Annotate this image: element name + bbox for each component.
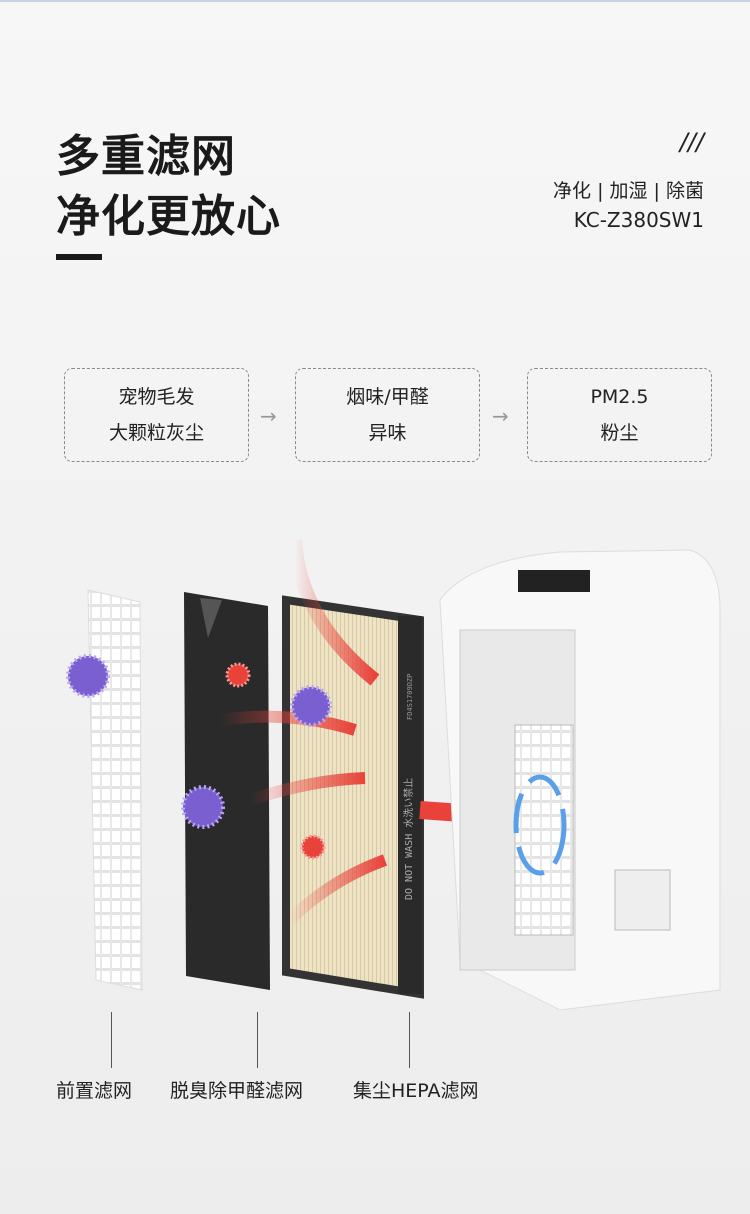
air-purifier-unit <box>439 549 721 1010</box>
stage-box-2: 烟味/甲醛 异味 <box>295 368 480 462</box>
stage-text: 大颗粒灰尘 <box>108 422 204 444</box>
page-title-line2: 净化更放心 <box>56 191 281 242</box>
stage-text: 异味 <box>368 422 407 444</box>
page-title-line1: 多重滤网 <box>56 131 236 182</box>
deodorizing-filter <box>184 592 270 990</box>
label-deodorizing-filter: 脱臭除甲醛滤网 <box>170 1080 304 1102</box>
pointer-line <box>111 1012 112 1068</box>
pointer-line <box>409 1012 410 1068</box>
label-pre-filter: 前置滤网 <box>56 1080 133 1102</box>
stage-text: 烟味/甲醛 <box>346 386 429 408</box>
filter-warning-text: DO NOT WASH 水洗い禁止 <box>403 778 415 900</box>
top-border <box>0 0 750 2</box>
stage-box-3: PM2.5 粉尘 <box>527 368 712 462</box>
feature-list: 净化 | 加湿 | 除菌 <box>553 180 704 202</box>
label-hepa-filter: 集尘HEPA滤网 <box>353 1080 479 1102</box>
filter-illustration: DO NOT WASH 水洗い禁止 FD4S1709DZP <box>66 539 721 1010</box>
arrow-right-icon: → <box>492 404 509 428</box>
stage-box-1: 宠物毛发 大颗粒灰尘 <box>64 368 249 462</box>
arrow-right-icon: → <box>260 404 277 428</box>
stage-text: PM2.5 <box>590 386 649 408</box>
model-number: KC-Z380SW1 <box>573 208 704 232</box>
virus-icons <box>66 654 332 860</box>
pre-filter <box>87 589 143 991</box>
slash-decoration: /// <box>679 128 704 156</box>
pointer-line <box>257 1012 258 1068</box>
filter-code-text: FD4S1709DZP <box>406 674 414 720</box>
title-underline <box>56 254 102 260</box>
stage-text: 宠物毛发 <box>118 386 195 408</box>
stage-text: 粉尘 <box>600 422 639 444</box>
